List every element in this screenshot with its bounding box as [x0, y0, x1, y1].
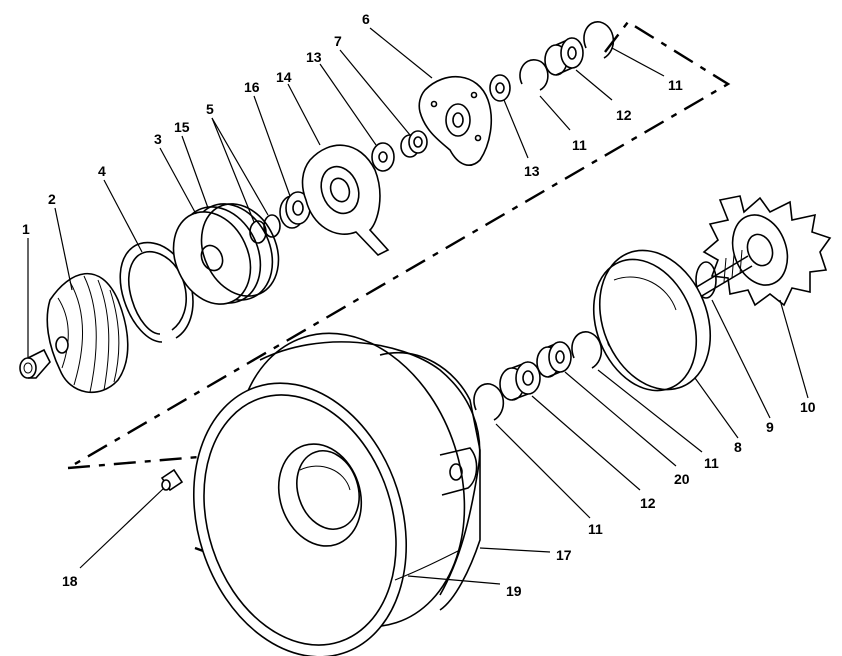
- part-9-piston-ring: [695, 261, 717, 299]
- callout-10: 10: [800, 399, 816, 415]
- part-2-compressor-wheel: [46, 272, 129, 394]
- callout-4: 4: [98, 163, 106, 179]
- part-12-bearing-lower: [499, 361, 541, 401]
- part-10-turbine-wheel-shaft: [607, 195, 832, 348]
- part-1-nut: [19, 348, 51, 379]
- callout-19: 19: [506, 583, 522, 599]
- callout-11-lower: 11: [588, 521, 603, 537]
- callout-2: 2: [48, 191, 56, 207]
- callout-18: 18: [62, 573, 78, 589]
- callout-3: 3: [154, 131, 162, 147]
- part-20-spacer: [536, 341, 572, 378]
- callout-11-upper-right: 11: [668, 77, 683, 93]
- callout-16: 16: [244, 79, 260, 95]
- part-8-heat-shield: [592, 249, 712, 392]
- part-6-bearing-plate: [418, 76, 493, 166]
- callout-6: 6: [362, 11, 370, 27]
- part-11-snap-ring-lower: [473, 383, 505, 421]
- callout-labels: 1 2 3 4 5 6 7 8 9 10 11 11 11 11 12 12 1…: [22, 11, 816, 599]
- assembly-boundary-upper: [67, 20, 731, 470]
- callout-1: 1: [22, 221, 30, 237]
- part-18-dowel-pin: [160, 468, 184, 492]
- part-11-snap-ring-shaft: [571, 331, 603, 369]
- part-5-piston-rings: [249, 214, 281, 244]
- callout-12-upper: 12: [616, 107, 632, 123]
- part-12-bearing-upper: [544, 37, 584, 76]
- part-7-thrust-bearing: [400, 130, 428, 158]
- callout-12-lower: 12: [640, 495, 656, 511]
- callout-7: 7: [334, 33, 342, 49]
- callout-5: 5: [206, 101, 214, 117]
- leader-lines: [27, 27, 809, 585]
- callout-13-right: 13: [524, 163, 540, 179]
- callout-14: 14: [276, 69, 292, 85]
- part-3-seal-plate: [172, 203, 274, 305]
- part-14-thrust-plate: [301, 144, 390, 256]
- callout-9: 9: [766, 419, 774, 435]
- callout-20: 20: [674, 471, 690, 487]
- part-16-thrust-collar: [279, 191, 311, 229]
- part-11-snap-ring-upper-mid: [519, 59, 549, 91]
- callout-13-left: 13: [306, 49, 322, 65]
- callout-15: 15: [174, 119, 190, 135]
- callout-8: 8: [734, 439, 742, 455]
- part-11-snap-ring-upper-right: [583, 21, 615, 59]
- callout-11-shaft: 11: [704, 455, 719, 471]
- callout-17: 17: [556, 547, 572, 563]
- part-13-washer-left: [371, 142, 395, 172]
- part-19-center-housing: [192, 332, 481, 656]
- part-13-washer-right: [489, 74, 511, 102]
- part-15-o-ring: [200, 203, 280, 297]
- part-4-snap-ring: [119, 241, 194, 343]
- callout-11-upper-mid: 11: [572, 137, 587, 153]
